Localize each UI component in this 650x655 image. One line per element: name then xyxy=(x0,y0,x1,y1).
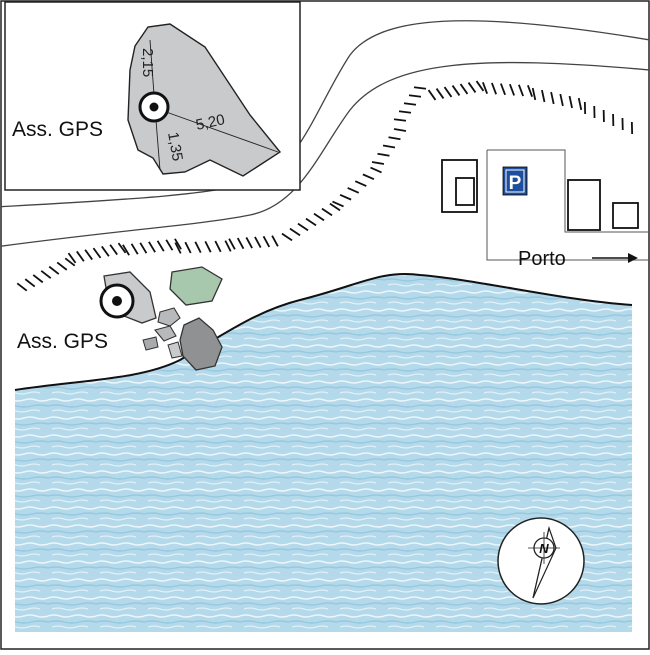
gps-label: Ass. GPS xyxy=(17,330,108,353)
gps-target-icon xyxy=(101,285,133,317)
measure-2-15: 2,15 xyxy=(139,48,156,77)
inset-gps-label: Ass. GPS xyxy=(12,118,103,141)
parking-sign-letter: P xyxy=(509,173,522,194)
building-2 xyxy=(456,178,474,205)
harbor-label: Porto xyxy=(518,248,566,270)
building-3 xyxy=(568,180,600,230)
compass-north-letter: N xyxy=(539,541,549,556)
building-4 xyxy=(613,203,638,228)
parking-icon: P xyxy=(503,167,527,195)
inset-gps-target-icon xyxy=(140,93,168,121)
north-arrow-icon: N xyxy=(498,518,584,604)
inset-panel: 2,15 5,20 1,35 Ass. GPS xyxy=(5,2,300,190)
